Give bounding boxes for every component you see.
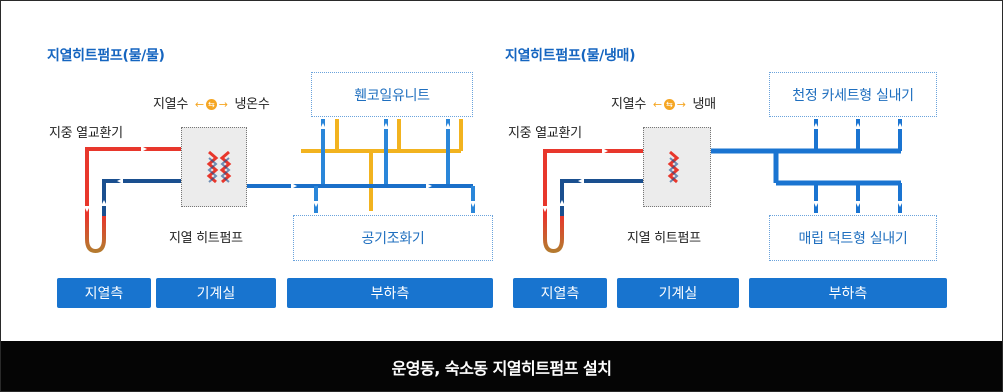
flow-arrow-icon — [426, 183, 432, 189]
left-flow-from: 지열수 — [153, 97, 188, 112]
flow-exchange-icon: ←⇆→ — [652, 98, 686, 111]
flow-arrow-icon — [313, 201, 319, 207]
flow-arrow-icon — [813, 201, 819, 207]
flow-arrow-icon — [101, 200, 107, 206]
flow-arrow-icon — [84, 206, 90, 212]
right-flow-from: 지열수 — [611, 97, 646, 112]
left-load-pipes — [231, 119, 476, 213]
left-flow-to: 냉온수 — [234, 97, 270, 112]
flow-arrow-icon — [813, 123, 819, 129]
left-zone-ground: 지열측 — [57, 278, 151, 308]
right-zone-machine-room: 기계실 — [617, 278, 739, 308]
piping-diagram — [84, 119, 903, 254]
flow-arrow-icon — [602, 148, 608, 154]
right-panel-title: 지열히트펌프(물/냉매) — [505, 48, 636, 64]
left-flow-legend: 지열수 ←⇆→ 냉온수 — [153, 93, 270, 112]
flow-arrow-icon — [897, 201, 903, 207]
right-refrigerant-pipes — [711, 119, 903, 213]
right-flow-to: 냉매 — [692, 97, 717, 112]
right-flow-legend: 지열수 ←⇆→ 냉매 — [611, 93, 716, 112]
left-heatpump-box — [181, 127, 247, 207]
flow-exchange-icon: ←⇆→ — [194, 98, 228, 111]
flow-arrow-icon — [578, 178, 584, 184]
flow-arrow-icon — [897, 123, 903, 129]
flow-arrow-icon — [117, 178, 123, 184]
right-zone-load: 부하측 — [749, 278, 947, 308]
left-zone-machine-room: 기계실 — [156, 278, 276, 308]
flow-arrow-icon — [383, 123, 389, 129]
flow-arrow-icon — [141, 146, 147, 152]
flow-arrow-icon — [291, 183, 297, 189]
flow-arrow-icon — [559, 200, 565, 206]
left-ground-loop — [84, 146, 208, 254]
flow-arrow-icon — [855, 201, 861, 207]
flow-arrow-icon — [445, 123, 451, 129]
air-handling-unit-box: 공기조화기 — [293, 215, 493, 261]
left-zone-load: 부하측 — [287, 278, 493, 308]
right-ground-hx-label: 지중 열교환기 — [508, 126, 582, 141]
ducted-unit-box: 매립 덕트형 실내기 — [769, 215, 937, 261]
right-ground-loop — [542, 148, 669, 254]
right-heatpump-box — [643, 127, 711, 207]
left-heatpump-label: 지열 히트펌프 — [169, 231, 243, 246]
ceiling-cassette-unit-box: 천정 카세트형 실내기 — [769, 72, 937, 117]
heat-exchanger-coil-icon — [667, 150, 680, 184]
flow-arrow-icon — [320, 123, 326, 129]
flow-arrow-icon — [542, 206, 548, 212]
right-heatpump-label: 지열 히트펌프 — [627, 231, 701, 246]
caption-bar: 운영동, 숙소동 지열히트펌프 설치 — [1, 341, 1002, 391]
left-panel-title: 지열히트펌프(물/물) — [47, 48, 165, 64]
fan-coil-unit-box: 휀코일유니트 — [311, 72, 473, 117]
flow-arrow-icon — [470, 201, 476, 207]
heat-exchanger-coil-icon — [206, 150, 232, 184]
flow-arrow-icon — [855, 123, 861, 129]
left-ground-hx-label: 지중 열교환기 — [49, 126, 123, 141]
right-zone-ground: 지열측 — [513, 278, 607, 308]
